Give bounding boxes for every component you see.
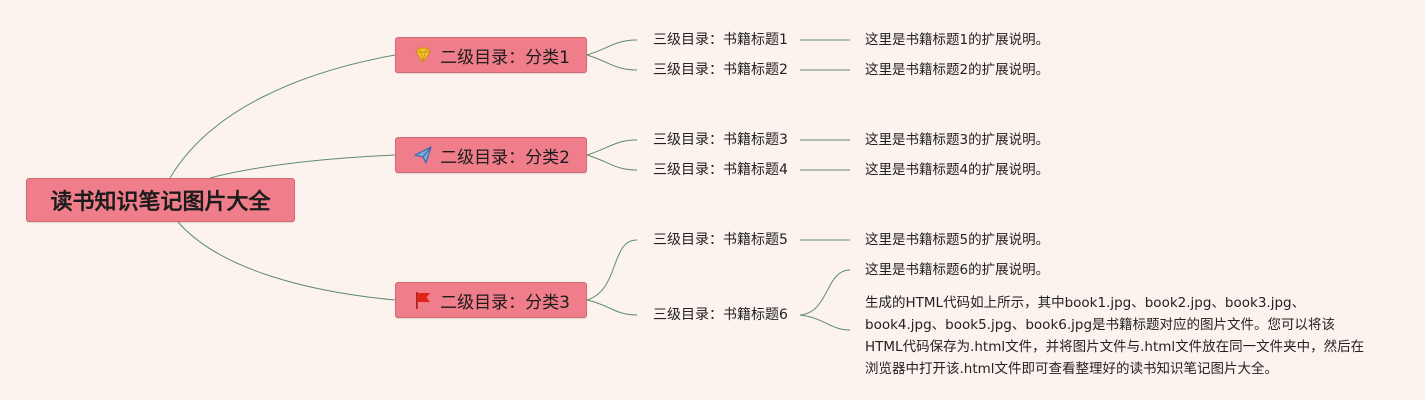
book-desc-6: 这里是书籍标题6的扩展说明。 <box>865 262 1050 278</box>
book-title-4[interactable]: 三级目录：书籍标题4 <box>653 162 788 178</box>
link-root-cat1 <box>169 54 396 179</box>
link-cat2-book4 <box>586 154 638 171</box>
link-cat1-book1 <box>586 39 638 56</box>
root-node[interactable]: 读书知识笔记图片大全 <box>26 178 295 222</box>
category-label-1: 二级目录：分类1 <box>440 47 570 68</box>
book-desc-5: 这里是书籍标题5的扩展说明。 <box>865 232 1050 248</box>
link-cat3-book5 <box>586 239 638 301</box>
category-label-3: 二级目录：分类3 <box>440 292 570 313</box>
link-cat3-book6 <box>586 299 638 316</box>
book-title-2[interactable]: 三级目录：书籍标题2 <box>653 62 788 78</box>
root-label: 读书知识笔记图片大全 <box>50 190 271 215</box>
category-node-1[interactable]: 二级目录：分类1 <box>395 37 587 73</box>
category-label-2: 二级目录：分类2 <box>440 147 570 168</box>
book-desc-1: 这里是书籍标题1的扩展说明。 <box>865 32 1050 48</box>
link-cat1-book2 <box>586 54 638 71</box>
diamond-icon <box>412 44 434 66</box>
link-cat2-book3 <box>586 139 638 156</box>
link-root-cat2 <box>209 154 396 179</box>
red-flag-icon <box>412 289 434 311</box>
book-desc-3: 这里是书籍标题3的扩展说明。 <box>865 132 1050 148</box>
paper-plane-icon <box>412 144 434 166</box>
category-node-3[interactable]: 二级目录：分类3 <box>395 282 587 318</box>
link-book6-note <box>799 314 851 331</box>
book-title-1[interactable]: 三级目录：书籍标题1 <box>653 32 788 48</box>
book-desc-2: 这里是书籍标题2的扩展说明。 <box>865 62 1050 78</box>
category-node-2[interactable]: 二级目录：分类2 <box>395 137 587 173</box>
book-title-5[interactable]: 三级目录：书籍标题5 <box>653 232 788 248</box>
book-note-6: 生成的HTML代码如上所示，其中book1.jpg、book2.jpg、book… <box>865 295 1365 377</box>
book-title-3[interactable]: 三级目录：书籍标题3 <box>653 132 788 148</box>
book-title-6[interactable]: 三级目录：书籍标题6 <box>653 307 788 323</box>
link-root-cat3 <box>177 221 396 301</box>
link-book6-desc <box>799 269 851 316</box>
book-desc-4: 这里是书籍标题4的扩展说明。 <box>865 162 1050 178</box>
